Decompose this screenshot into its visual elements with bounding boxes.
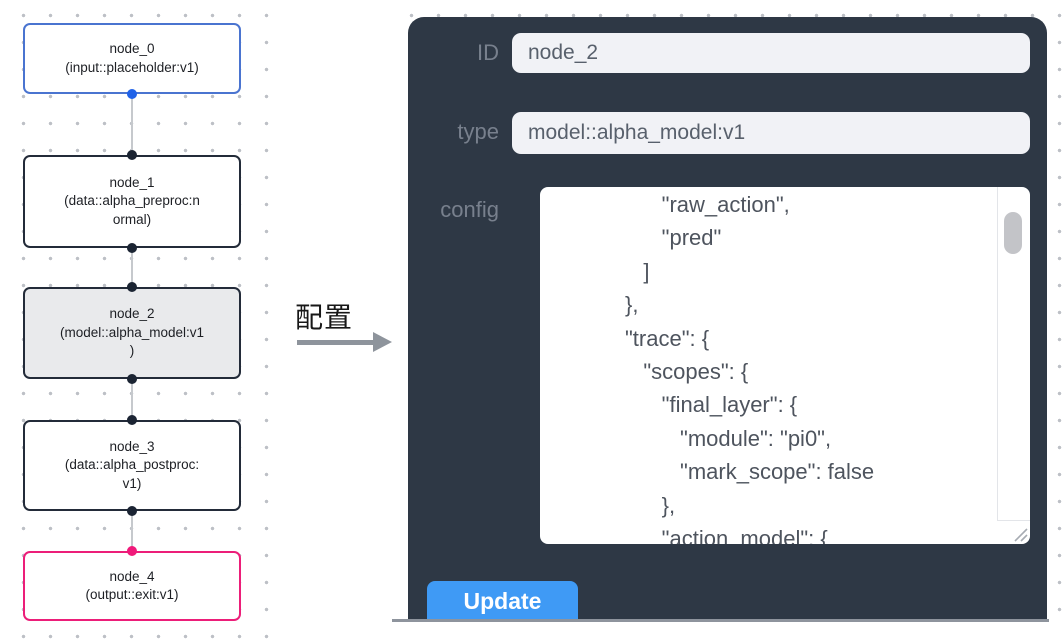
port-node_2-input[interactable]	[127, 282, 137, 292]
node-title: node_3	[109, 438, 155, 454]
port-node_3-output[interactable]	[127, 506, 137, 516]
config-panel: ID type config "raw_action", "pred" ] },…	[408, 17, 1047, 622]
port-node_1-output[interactable]	[127, 243, 137, 253]
config-textarea[interactable]: "raw_action", "pred" ] }, "trace": { "sc…	[540, 187, 1030, 544]
graph-node-node_2[interactable]: node_2(model::alpha_model:v1)	[23, 287, 241, 379]
node-subtitle: ormal)	[112, 211, 152, 227]
port-node_2-output[interactable]	[127, 374, 137, 384]
node-subtitle: (data::alpha_postproc:	[64, 457, 200, 473]
graph-node-node_0[interactable]: node_0(input::placeholder:v1)	[23, 23, 241, 94]
node-subtitle: (input::placeholder:v1)	[65, 59, 199, 75]
scrollbar-track-line	[997, 187, 998, 521]
update-button[interactable]: Update	[427, 581, 578, 622]
node-subtitle: (data::alpha_preproc:n	[64, 193, 200, 209]
scrollbar-thumb[interactable]	[1004, 212, 1022, 254]
port-node_1-input[interactable]	[127, 150, 137, 160]
panel-bottom-border	[392, 619, 1049, 622]
node-title: node_4	[109, 568, 155, 584]
graph-canvas[interactable]: node_0(input::placeholder:v1)node_1(data…	[0, 0, 278, 643]
type-input[interactable]	[512, 112, 1030, 154]
arrow-right-icon	[373, 332, 392, 352]
type-field-label: type	[457, 119, 499, 144]
node-subtitle: )	[129, 343, 135, 359]
port-node_4-input[interactable]	[127, 546, 137, 556]
arrow-right-icon	[297, 340, 374, 345]
graph-node-node_3[interactable]: node_3(data::alpha_postproc:v1)	[23, 420, 241, 511]
node-subtitle: (output::exit:v1)	[85, 587, 179, 602]
node-title: node_2	[109, 306, 155, 322]
config-annotation: 配置	[295, 302, 354, 333]
node-subtitle: (model::alpha_model:v1	[59, 324, 205, 340]
resize-handle-icon[interactable]	[1011, 525, 1028, 542]
node-subtitle: v1)	[122, 475, 142, 491]
graph-node-node_4[interactable]: node_4(output::exit:v1)	[23, 551, 241, 621]
node-title: node_1	[109, 174, 155, 190]
node-title: node_0	[109, 41, 155, 56]
config-json-text[interactable]: "raw_action", "pred" ] }, "trace": { "sc…	[625, 192, 875, 544]
config-field-label: config	[440, 197, 499, 222]
id-field-label: ID	[477, 40, 499, 65]
port-node_3-input[interactable]	[127, 415, 137, 425]
scrollbar-corner-line	[997, 520, 1030, 521]
id-input[interactable]	[512, 33, 1030, 73]
port-node_0-output[interactable]	[127, 89, 137, 99]
